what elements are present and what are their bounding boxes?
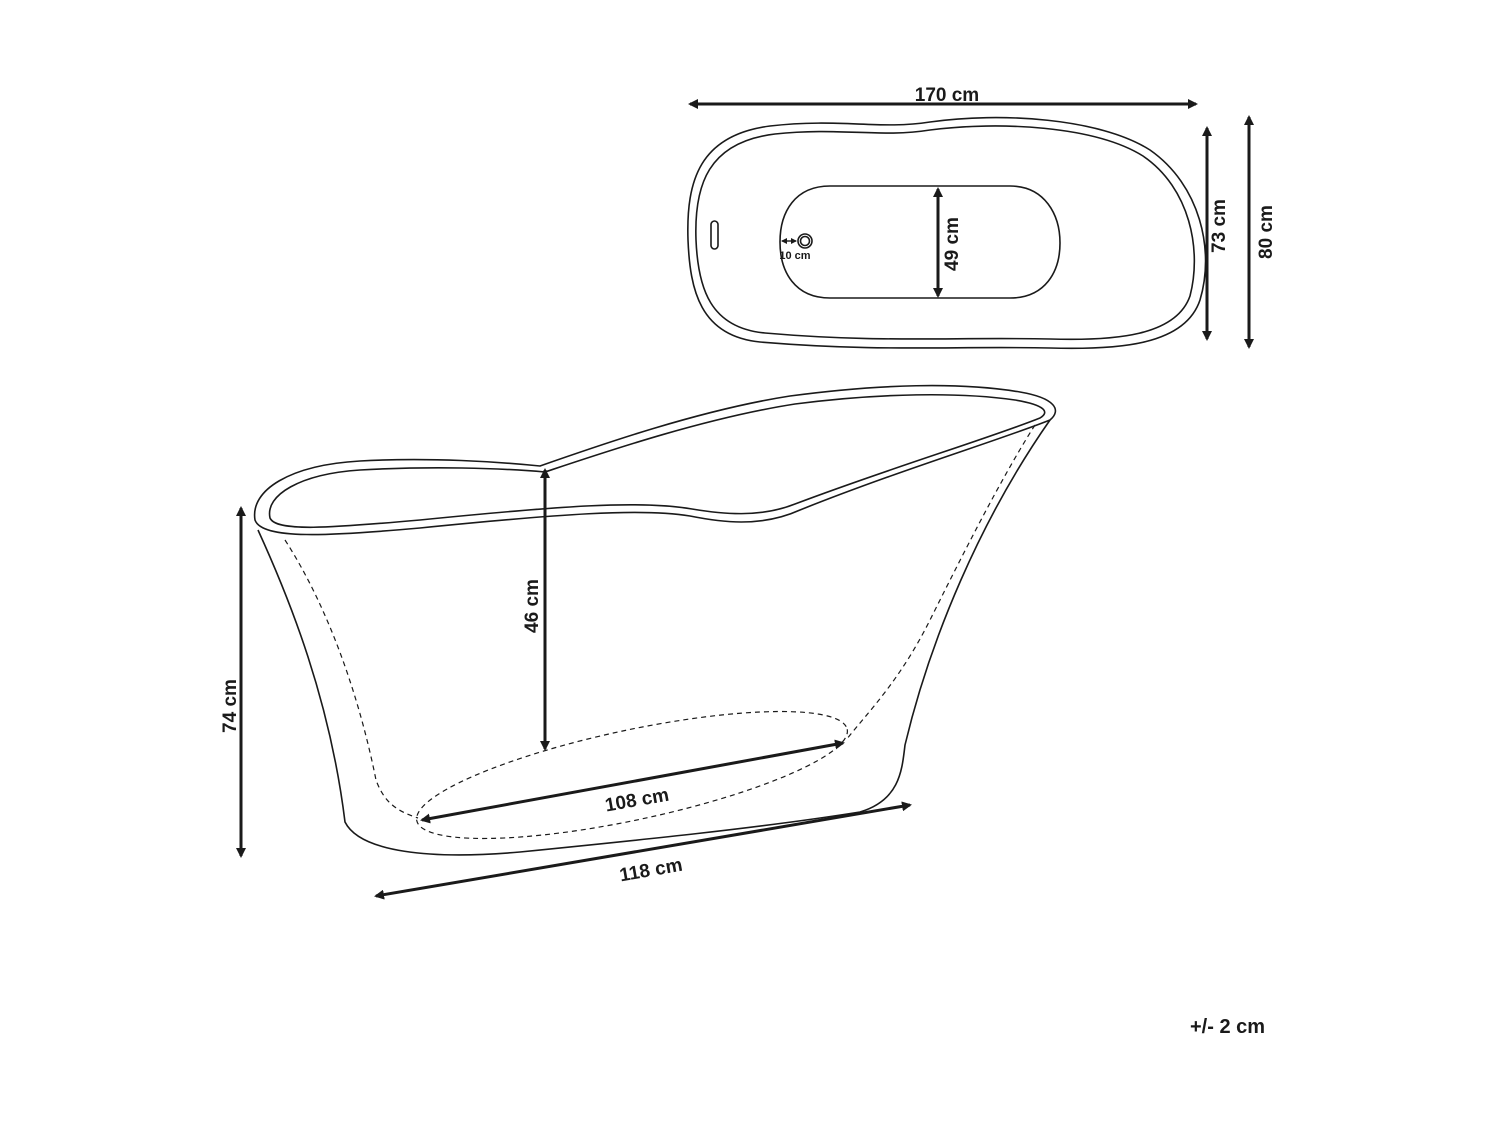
tolerance-note: +/- 2 cm xyxy=(1190,1016,1266,1038)
top-view-dimensions xyxy=(688,99,1254,349)
side-outer-rim xyxy=(253,384,1057,536)
outer-width-label: 80 cm xyxy=(1256,205,1277,259)
top-view xyxy=(687,116,1207,350)
inner-wall-left xyxy=(284,539,419,819)
tub-outer-rim xyxy=(687,116,1207,350)
inner-width-label: 73 cm xyxy=(1209,199,1230,253)
side-inner-rim xyxy=(268,393,1046,529)
bottom-length-label: 108 cm xyxy=(603,785,670,817)
basin-width-label: 49 cm xyxy=(942,217,963,271)
base-118-arrow xyxy=(374,801,912,900)
basin-outline xyxy=(779,185,1061,299)
tub-inner-rim xyxy=(695,125,1196,341)
depth-label: 46 cm xyxy=(522,579,543,633)
height-label: 74 cm xyxy=(220,679,241,733)
overflow-icon xyxy=(710,220,719,250)
side-view-dimensions xyxy=(236,468,912,900)
drain-offset-label: 10 cm xyxy=(779,250,810,262)
length-label: 170 cm xyxy=(915,85,979,106)
drain-icon xyxy=(797,233,813,249)
inner-wall-right xyxy=(845,424,1036,741)
base-length-label: 118 cm xyxy=(618,855,684,887)
bottom-ellipse xyxy=(416,710,848,840)
